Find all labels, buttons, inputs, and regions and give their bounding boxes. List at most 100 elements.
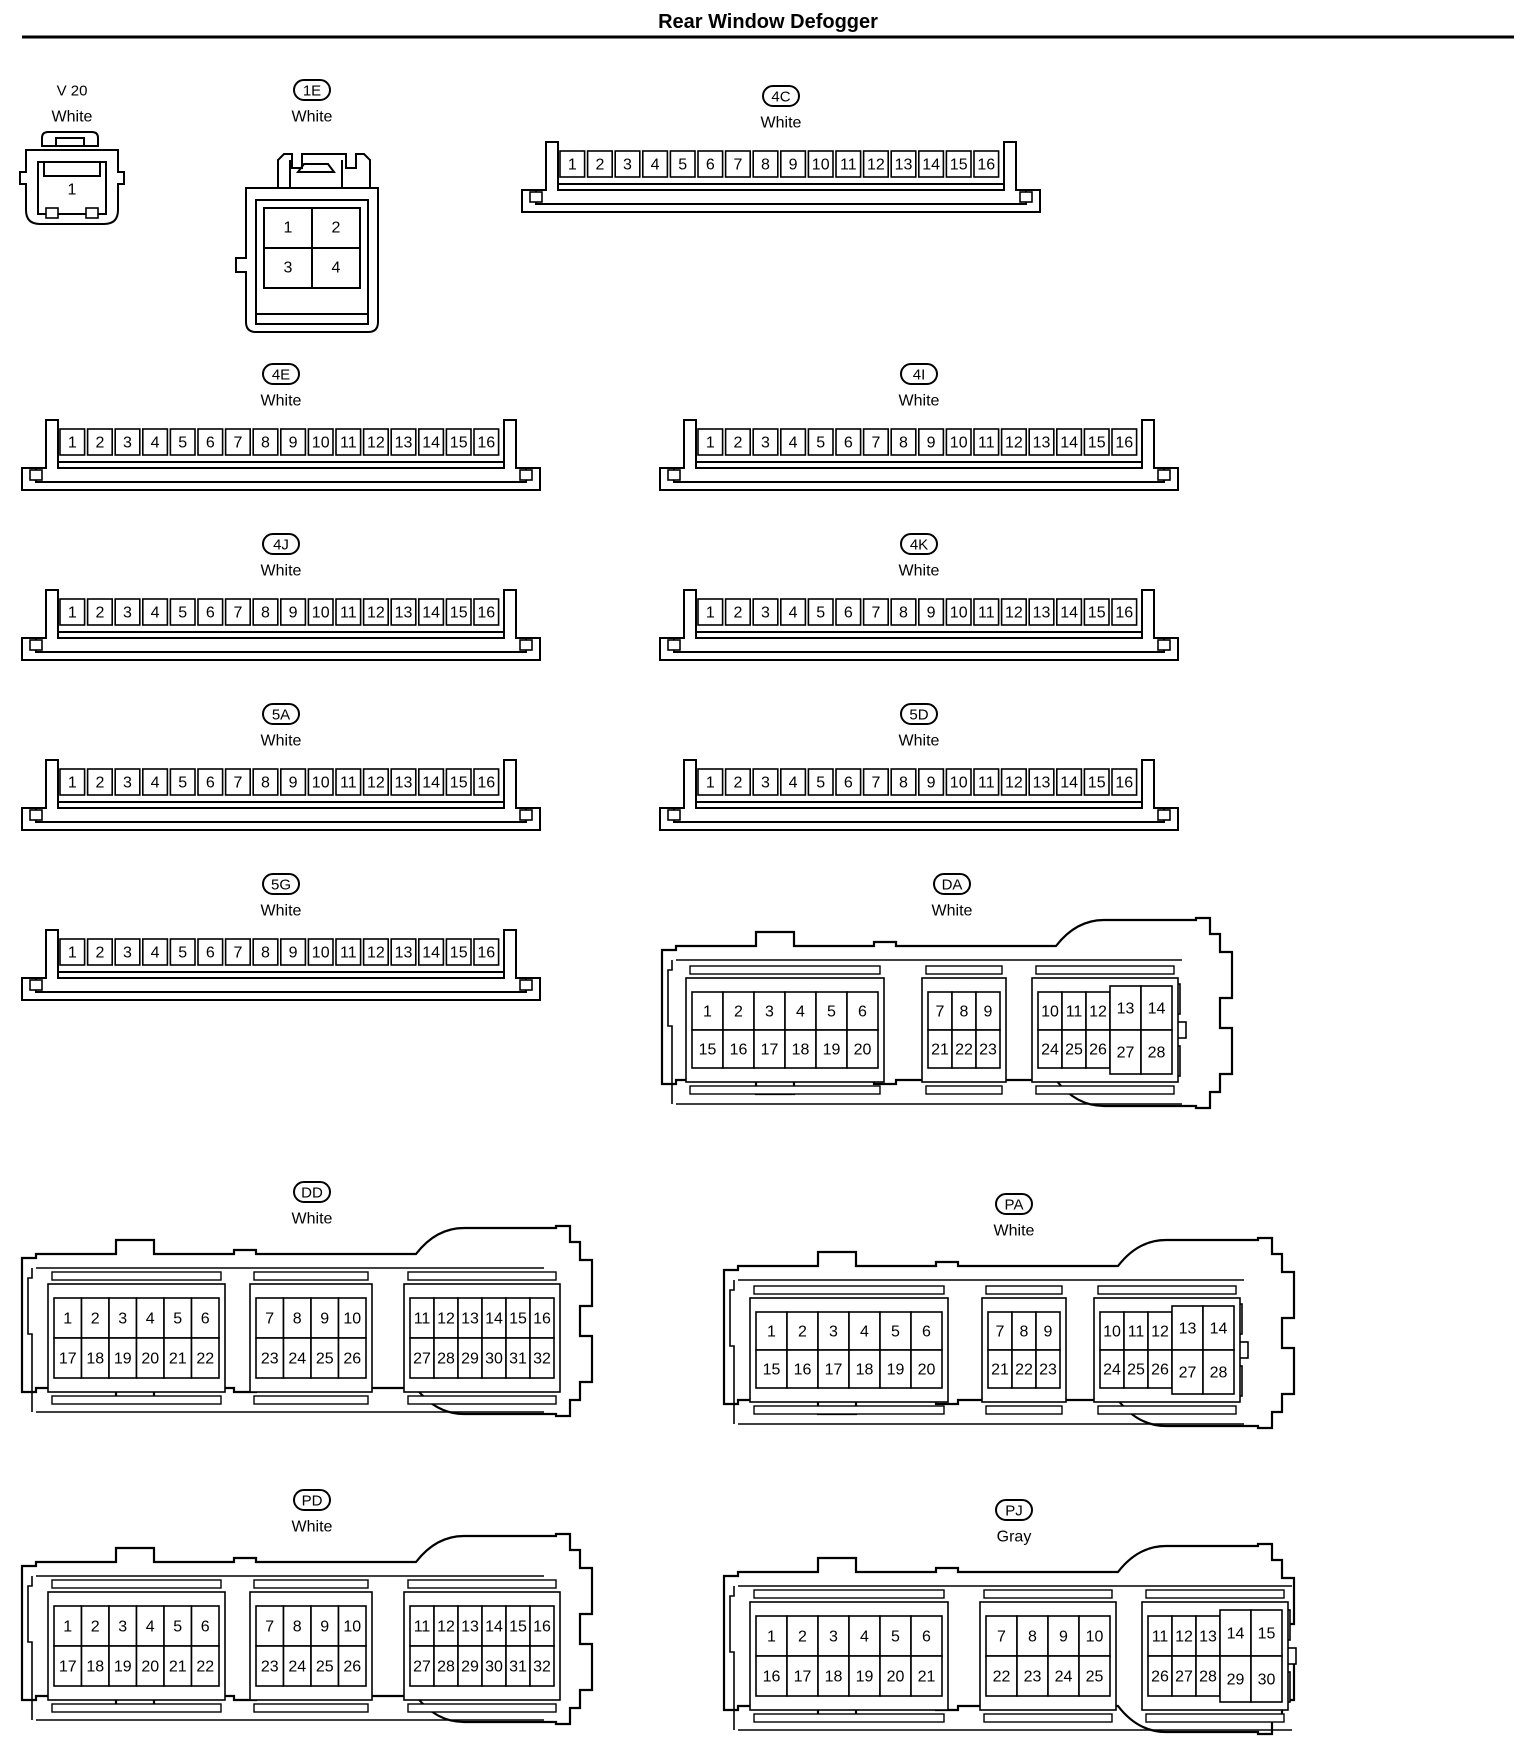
pin-number: 26: [343, 1659, 361, 1676]
pin-cell: [910, 1349, 943, 1389]
pin-number: 22: [1015, 1362, 1033, 1379]
pin-number: 3: [623, 157, 632, 174]
pin-number: 4: [651, 157, 660, 174]
pin-number: 5: [178, 945, 187, 962]
pin-cell: [614, 150, 641, 178]
pin-number: 17: [59, 1351, 77, 1368]
pin-number: 7: [936, 1004, 945, 1021]
pin-number: 11: [1128, 1324, 1145, 1341]
pin-cell: [1171, 1655, 1197, 1697]
connector-outline: [21, 419, 541, 491]
connector-id-badge: [293, 1489, 331, 1511]
pin-number: 8: [261, 435, 270, 452]
connector-id-badge: [933, 873, 971, 895]
pin-cell: [1035, 1349, 1061, 1389]
pin-cell: [86, 938, 113, 966]
pin-number: 9: [289, 435, 298, 452]
pin-cell: [86, 768, 113, 796]
pin-cell: [409, 1645, 435, 1687]
pin-number: 20: [854, 1042, 872, 1059]
end-key: [1157, 639, 1171, 651]
connector-outline: [660, 916, 1234, 1110]
pin-group-rail: [1035, 965, 1175, 975]
pin-number: 15: [699, 1042, 717, 1059]
connector-color-label: White: [52, 109, 93, 126]
pin-number: 6: [922, 1629, 931, 1646]
pin-number: 18: [792, 1042, 810, 1059]
pin-number: 16: [477, 945, 495, 962]
pin-number: 12: [1005, 435, 1023, 452]
pin-number: 3: [761, 775, 770, 792]
pin-number: 29: [461, 1351, 479, 1368]
connector-outline: [521, 141, 1041, 213]
pin-cell: [1011, 1349, 1037, 1389]
pin-group-rail: [1145, 1589, 1285, 1599]
pin-number: 23: [261, 1659, 279, 1676]
pin-cell: [1202, 1305, 1235, 1351]
pin-number: 5: [891, 1324, 900, 1341]
pin-number: 4: [332, 260, 341, 277]
pin-cell: [945, 150, 972, 178]
pin-number: 11: [414, 1311, 431, 1328]
end-key: [1019, 191, 1033, 203]
pin-cell: [752, 598, 779, 626]
connector-inner-rail: [738, 1279, 1244, 1425]
pin-number: 13: [1117, 1001, 1135, 1018]
pin-number: 7: [233, 605, 242, 622]
connector-rail: [35, 468, 527, 483]
pin-cell: [917, 598, 945, 626]
pin-group-rail: [1145, 1713, 1285, 1723]
side-latch: [729, 1280, 735, 1424]
pin-cell: [282, 1605, 312, 1647]
pin-cell: [163, 1297, 193, 1339]
pin-cell: [505, 1297, 531, 1339]
pin-cell: [337, 1645, 367, 1687]
pin-cell: [445, 428, 472, 456]
connector-channel: [57, 801, 505, 808]
pin-cell: [252, 598, 279, 626]
pin-number: 3: [118, 1619, 127, 1636]
pin-number: 2: [733, 775, 742, 792]
connector-outline: [722, 1236, 1296, 1430]
pin-cell: [697, 428, 724, 456]
pin-cell: [473, 768, 500, 796]
pin-cell: [417, 598, 445, 626]
pin-number: 20: [141, 1351, 159, 1368]
pin-number: 5: [173, 1311, 182, 1328]
pin-number: 11: [978, 605, 995, 622]
pin-number: 1: [706, 775, 715, 792]
pin-number: 24: [288, 1659, 306, 1676]
pin-number: 25: [316, 1351, 334, 1368]
pin-cell: [862, 428, 889, 456]
connector-rail: [673, 468, 1165, 483]
pin-cell: [473, 598, 500, 626]
pin-cell: [481, 1605, 507, 1647]
pin-number: 13: [1179, 1321, 1197, 1338]
pin-cell: [529, 1605, 555, 1647]
pin-number: 1: [703, 1004, 712, 1021]
pin-cell: [59, 938, 86, 966]
pin-number: 9: [1044, 1324, 1053, 1341]
pin-cell: [755, 1615, 788, 1657]
pin-cell: [390, 938, 417, 966]
pin-number: 8: [293, 1619, 302, 1636]
pin-number: 29: [1227, 1672, 1245, 1689]
pin-cell: [559, 150, 586, 178]
connector-id-label: 4J: [273, 537, 289, 554]
pin-number: 27: [1175, 1669, 1193, 1686]
connector-channel: [557, 183, 1005, 190]
pin-cell: [445, 938, 472, 966]
connector-id-label: 4I: [913, 367, 926, 384]
pin-number: 9: [289, 945, 298, 962]
pin-cell: [1083, 768, 1110, 796]
pin-number: 13: [1033, 775, 1051, 792]
pin-cell: [973, 598, 1000, 626]
end-key: [1157, 469, 1171, 481]
pin-number: 1: [568, 157, 577, 174]
pin-cell: [135, 1297, 165, 1339]
pin-number: 11: [340, 775, 357, 792]
pin-number: 11: [414, 1619, 431, 1636]
pin-number: 24: [1041, 1042, 1059, 1059]
